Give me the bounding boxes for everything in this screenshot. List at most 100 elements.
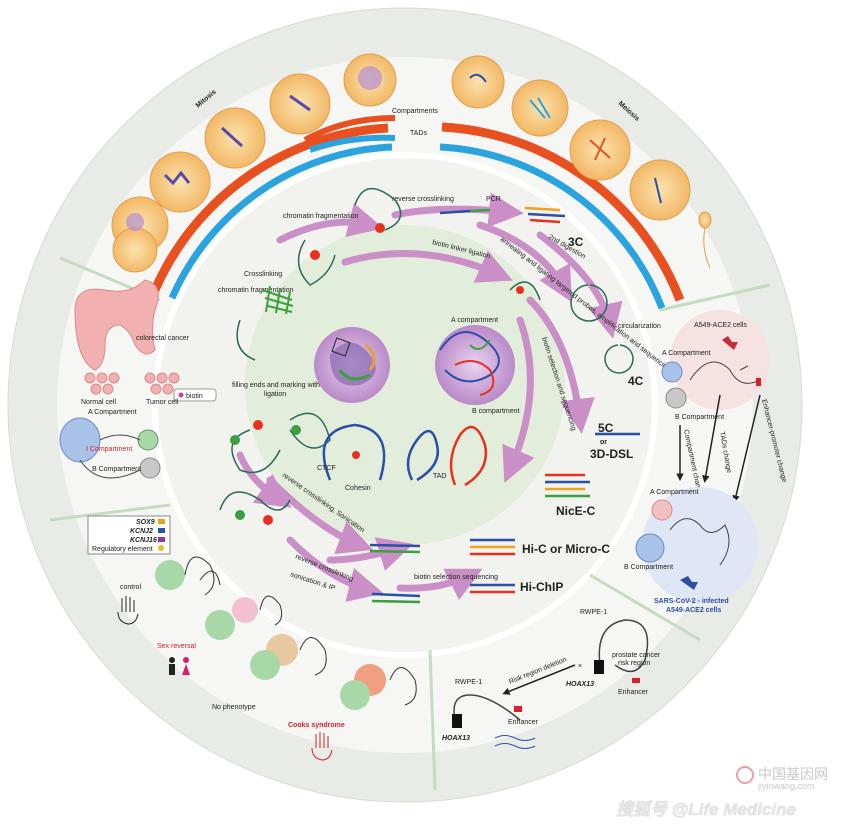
label-3c: 3C bbox=[568, 235, 584, 249]
sequencing-reads bbox=[369, 206, 640, 604]
label-right-a-comp: A Compartment bbox=[662, 350, 711, 357]
label-ligation: ligation bbox=[264, 391, 286, 398]
nucleus-left bbox=[314, 327, 390, 403]
label-chromatin-fragmentation-left: chromatin fragmentation bbox=[218, 287, 294, 294]
label-tumor-cell: Tumor cell bbox=[146, 399, 179, 406]
method-arrows bbox=[236, 192, 623, 602]
right-a-comp2-ball bbox=[651, 499, 673, 521]
legend-kcnj16-swatch bbox=[158, 537, 165, 542]
normal-cells bbox=[84, 372, 180, 395]
label-reverse-crosslinking-top: reverse crosslinking bbox=[392, 196, 454, 203]
label-left-i-comp: I Compartment bbox=[86, 446, 132, 453]
hand-icon-cooks bbox=[311, 732, 333, 761]
label-normal-cell: Normal cell bbox=[81, 399, 116, 406]
enhancer-box-top bbox=[632, 678, 640, 683]
sars-cell-icon bbox=[680, 576, 698, 590]
label-b-compartment: B compartment bbox=[472, 408, 520, 415]
label-rwpe-top: RWPE-1 bbox=[580, 609, 607, 616]
meiosis-cells bbox=[451, 55, 712, 269]
legend-kcnj2-swatch bbox=[158, 528, 165, 533]
label-hoxa13-top: HOAX13 bbox=[566, 681, 594, 688]
mitosis-cells bbox=[111, 53, 397, 273]
label-prostate1: prostate cancer bbox=[612, 652, 661, 659]
label-hic: Hi-C or Micro-C bbox=[522, 542, 610, 556]
hoxa13-box-bottom bbox=[452, 714, 462, 728]
label-prostate2: risk region bbox=[618, 660, 650, 667]
dna-logo-icon bbox=[736, 766, 754, 784]
rwpe-loop-top bbox=[598, 619, 649, 673]
rwpe-loop-bottom bbox=[453, 694, 521, 721]
transcript-lines bbox=[494, 735, 536, 749]
gene-legend-box bbox=[87, 515, 171, 555]
right-enhancer-mark bbox=[756, 378, 761, 386]
compartment-arc-right bbox=[441, 122, 685, 302]
label-a-compartment: A compartment bbox=[451, 317, 498, 324]
legend-sox9: SOX9 bbox=[136, 519, 155, 526]
label-ctcf: CTCF bbox=[317, 465, 336, 472]
right-change-arrows bbox=[676, 394, 761, 503]
label-pcr: PCR bbox=[486, 196, 501, 203]
compartment-arc-top bbox=[303, 115, 396, 143]
enhancer-box-bottom bbox=[514, 706, 522, 712]
hand-icon-control bbox=[117, 596, 139, 625]
deletion-arrow bbox=[502, 664, 576, 695]
tad-arc-left bbox=[168, 143, 393, 300]
label-control: control bbox=[120, 584, 141, 591]
label-circularization: circularization bbox=[618, 323, 661, 330]
sars-cell-region bbox=[642, 487, 758, 603]
label-5c: 5C bbox=[598, 421, 614, 435]
legend-regulatory: Regulatory element bbox=[92, 546, 153, 553]
person-icons bbox=[169, 657, 190, 675]
label-4c: 4C bbox=[628, 374, 644, 388]
a549-cell-icon bbox=[722, 336, 738, 350]
label-crosslinking: Crosslinking bbox=[244, 271, 282, 278]
label-hichip: Hi-ChIP bbox=[520, 580, 563, 594]
watermark-site: 中国基因网 jiyinwang.com bbox=[736, 764, 846, 794]
hoxa13-box-top bbox=[594, 660, 604, 674]
crosslinking-mesh bbox=[261, 285, 294, 315]
label-chromatin-fragmentation-top: chromatin fragmentation bbox=[283, 213, 359, 220]
watermark-url: jiyinwang.com bbox=[758, 781, 815, 791]
label-right-b-comp: B Compartment bbox=[675, 414, 724, 421]
compartment-arc-left bbox=[150, 123, 389, 292]
label-no-phenotype: No phenotype bbox=[212, 704, 256, 711]
label-cooks: Cooks syndrome bbox=[288, 722, 345, 729]
tad-arc-right bbox=[439, 143, 666, 310]
label-rwpe-bottom: RWPE-1 bbox=[455, 679, 482, 686]
right-a-comp-ball bbox=[661, 361, 683, 383]
label-sars1: SARS-CoV-2 - infected bbox=[654, 598, 729, 605]
label-biotin: biotin bbox=[186, 393, 203, 400]
right-loop-bottom bbox=[669, 518, 730, 566]
right-b-comp-ball bbox=[665, 387, 687, 409]
right-loop-top bbox=[689, 361, 761, 384]
nucleus-right bbox=[435, 325, 515, 405]
tad-arc-top bbox=[309, 134, 396, 153]
right-b-comp2-ball bbox=[635, 533, 665, 563]
label-left-a-comp: A Compartment bbox=[88, 409, 137, 416]
legend-regulatory-swatch bbox=[158, 545, 164, 551]
label-cohesin: Cohesin bbox=[345, 485, 371, 492]
label-a549: A549-ACE2 cells bbox=[694, 322, 747, 329]
biotin-legend-box bbox=[173, 388, 217, 402]
legend-kcnj16: KCNJ16 bbox=[130, 537, 157, 544]
colon-illustration bbox=[74, 279, 159, 371]
label-filling-ends: filling ends and marking with biotin bbox=[232, 382, 339, 389]
label-biotin-selection-sequencing: biotin selection sequencing bbox=[414, 574, 498, 581]
label-tads: TADs bbox=[410, 130, 427, 137]
label-or: or bbox=[600, 439, 607, 446]
label-3d-dsl: 3D-DSL bbox=[590, 447, 633, 461]
label-compartments: Compartments bbox=[392, 108, 438, 115]
label-colorectal: colorectal cancer bbox=[136, 335, 190, 342]
tad-loops bbox=[322, 423, 488, 487]
label-nice-c: NicE-C bbox=[556, 504, 596, 518]
compartment-model-left bbox=[59, 417, 161, 479]
legend-sox9-swatch bbox=[158, 519, 165, 524]
label-right-a-comp2: A Compartment bbox=[650, 489, 699, 496]
label-enhancer-top: Enhancer bbox=[618, 689, 649, 696]
a549-cell-region bbox=[670, 310, 770, 410]
deletion-cross: × bbox=[578, 663, 582, 670]
biotin-dot bbox=[178, 392, 184, 398]
label-left-b-comp: B Compartment bbox=[92, 466, 141, 473]
